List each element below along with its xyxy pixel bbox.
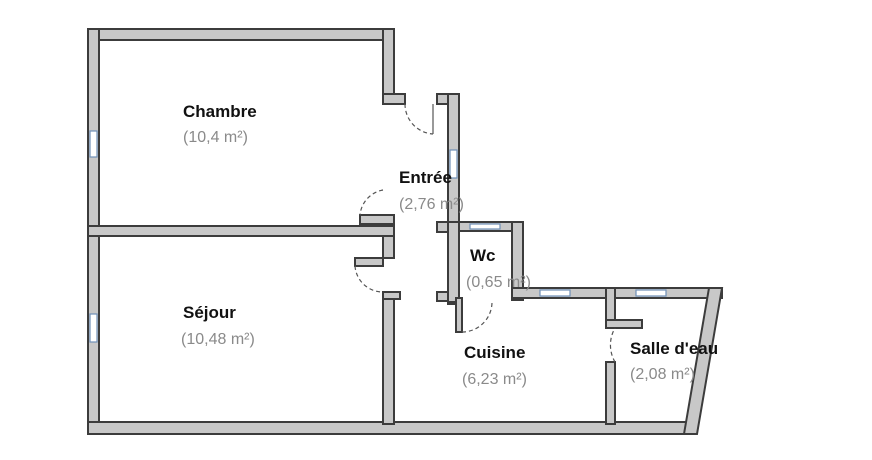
wall-chambre-door-stub [359,214,395,225]
window-sejour [89,313,98,343]
room-area: (2,76 m²) [399,196,464,213]
wall-sejour-door-stub [354,257,384,267]
wall-entree-right-vertical [447,93,460,305]
window-entree [449,149,458,179]
wall-top [87,28,395,41]
window-chambre [89,130,98,158]
wall-sde-left-lower [605,361,616,425]
room-salle-deau: Salle d'eau (2,08 m²) [630,339,718,383]
walls [87,28,724,435]
room-area: (0,65 m²) [466,274,531,291]
door-sde-arc [609,327,616,363]
wall-sejour-right-upper [382,235,395,259]
window-cuisine [539,289,571,297]
door-chambre-arc [359,189,384,216]
room-wc: Wc (0,65 m²) [466,246,531,291]
doors [354,103,616,363]
wall-wc-inner [447,221,460,303]
room-name: Salle d'eau [630,339,718,358]
door-entree-arc [404,103,434,135]
room-name: Cuisine [464,343,525,362]
wall-sejour-right-lower [382,291,395,425]
room-entree: Entrée (2,76 m²) [399,168,464,213]
room-sejour: Séjour (10,48 m²) [181,303,255,348]
room-name: Wc [470,246,496,265]
room-area: (10,48 m²) [181,331,255,348]
room-cuisine: Cuisine (6,23 m²) [462,343,527,388]
window-sde [635,289,667,297]
room-area: (10,4 m²) [183,129,248,146]
wall-sde-door-stub [605,319,643,329]
window-wc [469,223,501,230]
room-name: Séjour [183,303,236,322]
wall-cuisine-door-jamb [455,297,463,333]
wall-chambre-right [382,28,395,105]
room-name: Entrée [399,168,452,187]
room-area: (2,08 m²) [630,366,695,383]
wall-entree-top [382,93,406,105]
windows [89,130,667,343]
room-area: (6,23 m²) [462,371,527,388]
wall-chambre-sejour [87,225,395,237]
door-sejour-arc [354,265,384,293]
room-labels: Chambre (10,4 m²) Entrée (2,76 m²) Wc (0… [181,102,718,388]
wall-sde-slant [682,287,724,435]
wall-wc-right [511,221,524,301]
wall-sejour-right-cap [382,291,401,300]
room-chambre: Chambre (10,4 m²) [183,102,257,146]
door-cuisine-arc [461,301,493,333]
room-name: Chambre [183,102,257,121]
